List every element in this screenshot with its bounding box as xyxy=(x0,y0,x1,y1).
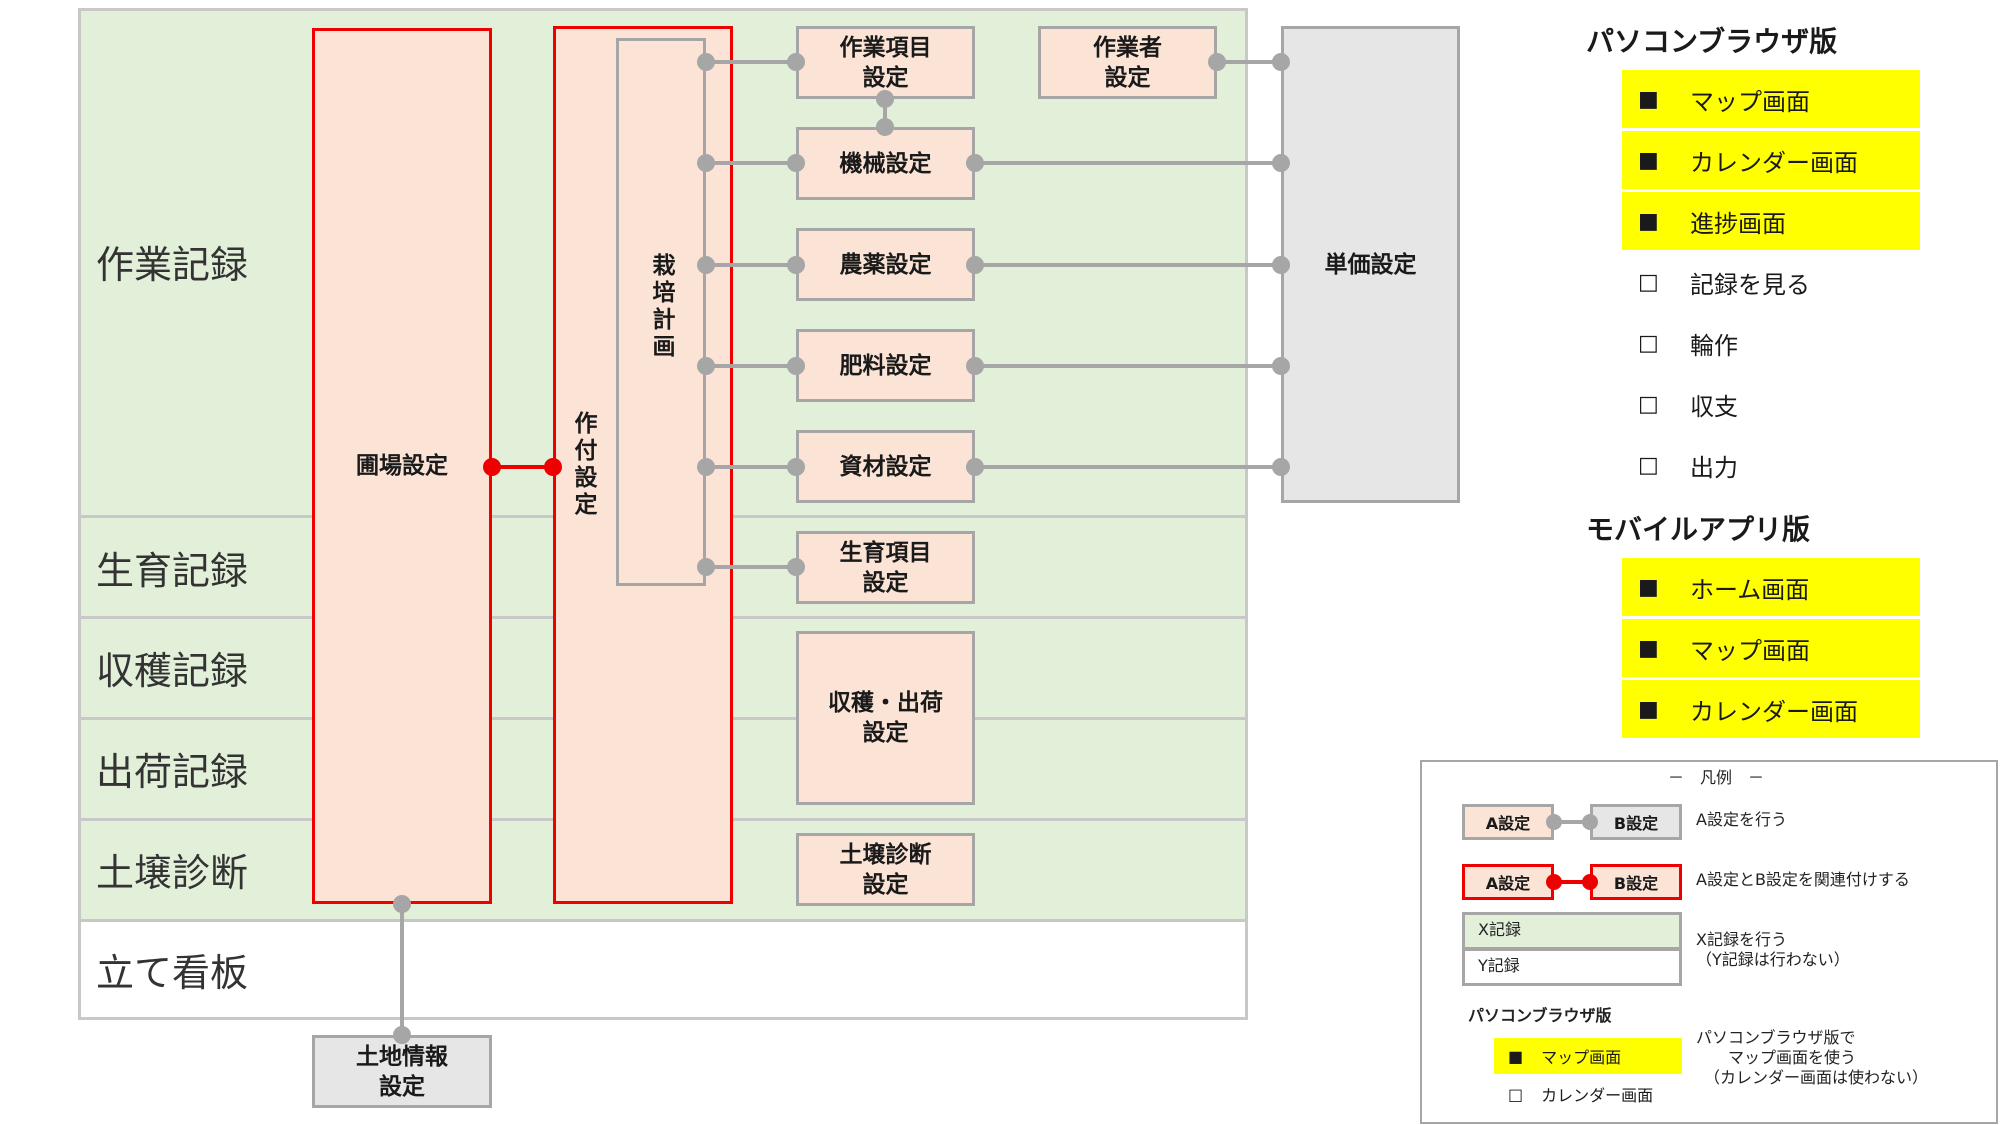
legend-pc-calendar-mark: □ xyxy=(1508,1084,1524,1104)
legend-connectors xyxy=(1546,814,1598,890)
legend-b-setting-link-node: B設定 xyxy=(1590,864,1682,900)
pc-item-map: ■マップ画面 xyxy=(1622,70,1920,128)
mobile-app-title: モバイルアプリ版 xyxy=(1586,513,1811,546)
row-band-signboard xyxy=(78,919,1248,1020)
legend-x-record-label: X記録 xyxy=(1478,920,1521,939)
row-label-harvest-record: 収穫記録 xyxy=(96,649,249,693)
legend-y-record-label: Y記録 xyxy=(1478,956,1520,975)
pc-browser-title: パソコンブラウザ版 xyxy=(1586,25,1838,58)
growth-item-setting-node: 生育項目 設定 xyxy=(796,531,975,604)
legend-desc-link: A設定とB設定を関連付けする xyxy=(1696,870,1910,889)
fertilizer-setting-node: 肥料設定 xyxy=(796,329,975,402)
pesticide-setting-node: 農薬設定 xyxy=(796,228,975,301)
legend-title: － 凡例 － xyxy=(1668,768,1765,787)
row-label-shipping-record: 出荷記録 xyxy=(96,750,249,794)
legend-a-setting-link-node: A設定 xyxy=(1462,864,1554,900)
legend-a-setting-node: A設定 xyxy=(1462,804,1554,840)
pc-item-income-expense: □収支 xyxy=(1638,391,1738,421)
mobile-item-map: ■マップ画面 xyxy=(1622,619,1920,677)
soil-diagnosis-setting-node: 土壌診断 設定 xyxy=(796,833,975,906)
legend-box: － 凡例 － A設定 B設定 A設定を行う A設定 B設定 A設定とB設定を関連… xyxy=(1420,760,1998,1124)
legend-pc-map-label: マップ画面 xyxy=(1541,1048,1622,1067)
row-label-signboard: 立て看板 xyxy=(96,951,249,995)
row-label-work-record: 作業記録 xyxy=(96,243,249,287)
material-setting-node: 資材設定 xyxy=(796,430,975,503)
pc-item-rotation: □輪作 xyxy=(1638,330,1738,360)
unit-price-setting-node: 単価設定 xyxy=(1281,26,1460,503)
worker-setting-node: 作業者 設定 xyxy=(1038,26,1217,99)
legend-x-record-box xyxy=(1462,912,1682,950)
pc-item-progress: ■進捗画面 xyxy=(1622,192,1920,250)
row-label-soil-diagnosis: 土壌診断 xyxy=(96,851,249,895)
pc-item-calendar: ■カレンダー画面 xyxy=(1622,131,1920,189)
legend-pc-map-mark: ■ xyxy=(1508,1046,1524,1066)
legend-y-record-box xyxy=(1462,948,1682,986)
mobile-item-home: ■ホーム画面 xyxy=(1622,558,1920,616)
cultivation-plan-node: 栽培計画 xyxy=(616,38,706,586)
pc-item-view-records: □記録を見る xyxy=(1638,269,1810,299)
legend-desc-do: A設定を行う xyxy=(1696,810,1787,829)
legend-pc-title: パソコンブラウザ版 xyxy=(1468,1006,1612,1025)
legend-pc-calendar-item: □ カレンダー画面 xyxy=(1494,1076,1682,1112)
harvest-shipping-setting-node: 収穫・出荷 設定 xyxy=(796,631,975,805)
row-label-growth-record: 生育記録 xyxy=(96,549,249,593)
legend-desc-record: X記録を行う （Y記録は行わない） xyxy=(1696,930,1850,969)
pc-item-output: □出力 xyxy=(1638,452,1738,482)
legend-desc-pc: パソコンブラウザ版で マップ画面を使う （カレンダー画面は使わない） xyxy=(1696,1028,1929,1087)
legend-pc-calendar-label: カレンダー画面 xyxy=(1541,1086,1654,1105)
legend-pc-map-item: ■ マップ画面 xyxy=(1494,1038,1682,1074)
mobile-item-calendar: ■カレンダー画面 xyxy=(1622,680,1920,738)
